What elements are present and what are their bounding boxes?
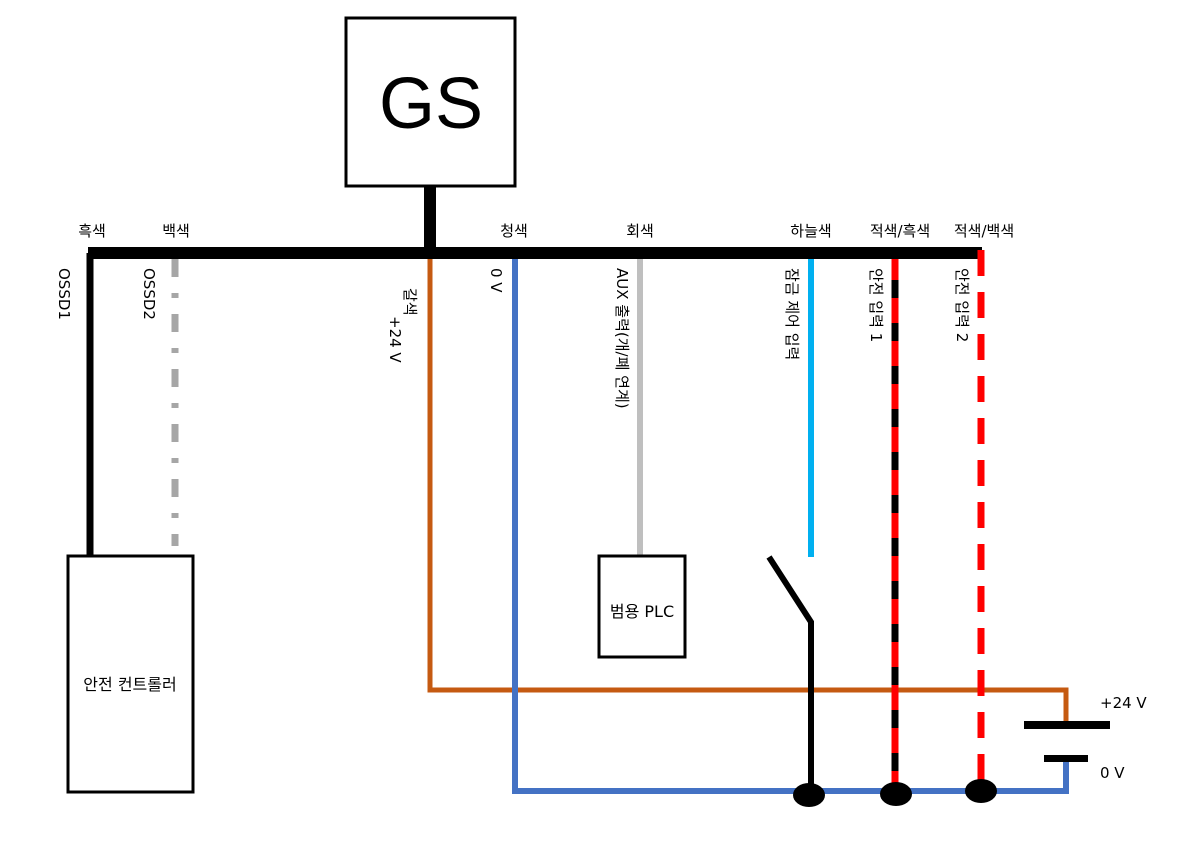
wire-function-lock: 잠금 제어 입력 [783,268,801,360]
wire-color-aux: 회색 [626,222,654,240]
gs-device-box [344,16,517,188]
wire-function-ground: 0 V [487,268,505,293]
supply-negative-label: 0 V [1100,764,1125,782]
wire-color-ground: 청색 [500,222,528,240]
junction-dot [793,783,825,807]
wire-function-ossd1: OSSD1 [55,268,73,320]
safety-controller-box [66,554,195,794]
plc-label: 범용 PLC [610,602,674,621]
wire-color-ossd2: 백색 [162,222,190,240]
wire-color-safety1: 적색/흑색 [870,222,930,240]
battery-negative-plate [1044,755,1088,762]
wire-color-power: 갈색 [401,288,419,316]
lock-switch [766,555,814,792]
junction-dot [880,782,912,806]
wire-function-safety1: 안전 입력 1 [867,268,885,342]
wire-function-aux: AUX 출력(개/폐 연계) [613,268,631,409]
wire-ground [512,259,1069,794]
wire-function-safety2: 안전 입력 2 [953,268,971,342]
wire-color-safety2: 적색/백색 [954,222,1014,240]
wire-power [427,259,1069,722]
supply-positive-label: +24 V [1100,694,1147,712]
gs-device-label: GS [379,64,483,144]
wire-color-lock: 하늘색 [790,222,831,240]
wire-function-power: +24 V [386,316,404,363]
wire-function-ossd2: OSSD2 [140,268,158,320]
plc-box [597,554,687,659]
cable-stem [424,186,436,250]
junction-dot [965,779,997,803]
safety-controller-label: 안전 컨트롤러 [83,675,176,694]
battery-positive-plate [1024,721,1110,729]
cable-bus [88,247,982,259]
wire-color-ossd1: 흑색 [78,222,106,240]
